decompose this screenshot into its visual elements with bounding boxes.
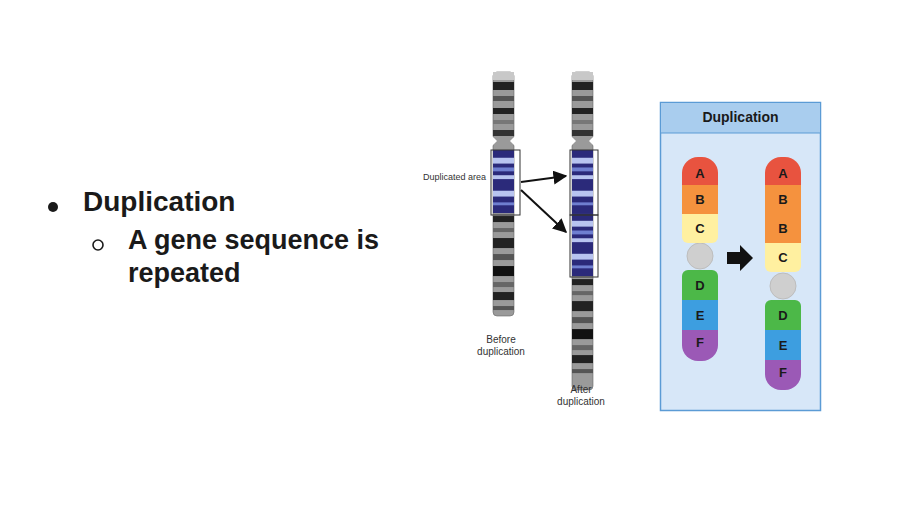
centromere xyxy=(687,243,713,269)
chromosome xyxy=(571,72,594,390)
panel-rule xyxy=(661,133,820,134)
gene-letter: A xyxy=(695,166,704,181)
gene-segment: E xyxy=(765,330,801,360)
gene-segment: D xyxy=(765,300,801,330)
gene-segment: D xyxy=(682,270,718,300)
block-arrow xyxy=(727,245,753,271)
gene-segment: F xyxy=(682,330,718,361)
gene-segment: B xyxy=(682,185,718,214)
gene-letter: F xyxy=(779,365,787,380)
copy-arrow xyxy=(521,176,566,182)
caption-label: Before duplication xyxy=(466,334,536,357)
gene-letter: A xyxy=(778,166,787,181)
gene-letter: D xyxy=(695,278,704,293)
gene-letter: B xyxy=(778,221,787,236)
gene-segment: C xyxy=(682,214,718,243)
centromere xyxy=(770,273,796,299)
gene-letter: C xyxy=(695,221,704,236)
panel-box: DuplicationABCDEFABBCDEF xyxy=(660,102,821,411)
copy-arrow xyxy=(521,190,566,232)
gene-letter: D xyxy=(778,308,787,323)
area-outline xyxy=(570,150,598,215)
chromosome xyxy=(492,72,515,316)
gene-letter: C xyxy=(778,250,787,265)
area-outline xyxy=(491,150,520,215)
gene-segment: C xyxy=(765,243,801,272)
gene-letter: B xyxy=(695,192,704,207)
gene-segment: A xyxy=(682,157,718,185)
panel-ground xyxy=(661,103,821,411)
gene-letter: B xyxy=(778,192,787,207)
gene-segment: F xyxy=(765,360,801,390)
panel-header xyxy=(661,103,820,133)
gene-segment: B xyxy=(765,214,801,243)
gene-segment: B xyxy=(765,185,801,214)
panel-heading: Duplication xyxy=(660,102,821,133)
gene-segment: E xyxy=(682,300,718,330)
bullet-heading: Duplication xyxy=(83,186,383,218)
caption-label: After duplication xyxy=(546,384,616,407)
callout-label: Duplicated area xyxy=(398,172,486,182)
bullet-dot xyxy=(48,202,58,212)
bullet-ring xyxy=(93,240,103,250)
bullet-text: A gene sequence is repeated xyxy=(128,224,403,290)
area-outline xyxy=(570,215,598,277)
gene-letter: F xyxy=(696,335,704,350)
gene-segment: A xyxy=(765,157,801,185)
gene-letter: E xyxy=(696,308,705,323)
gene-letter: E xyxy=(779,338,788,353)
